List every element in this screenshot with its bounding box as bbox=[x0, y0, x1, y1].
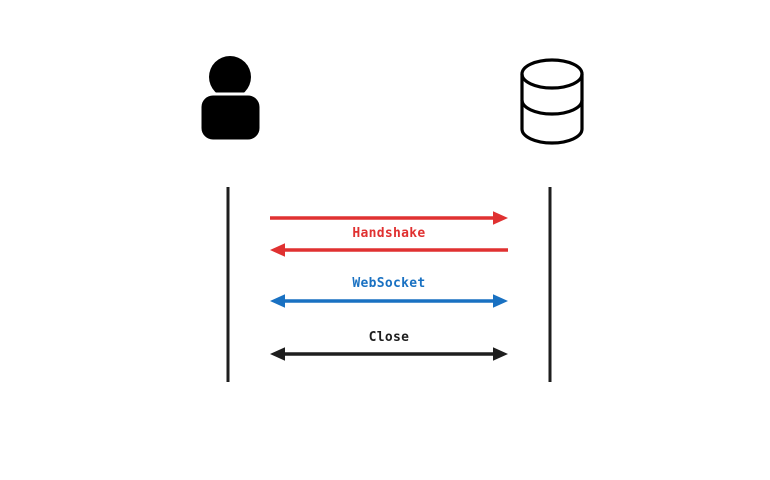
database-icon-top bbox=[520, 58, 584, 90]
handshake-request-arrowhead bbox=[493, 211, 508, 225]
person-icon-body bbox=[198, 92, 263, 143]
close-right-arrowhead bbox=[493, 347, 508, 361]
websocket-left-arrowhead bbox=[270, 294, 285, 308]
handshake-response-arrowhead bbox=[270, 243, 285, 257]
database-icon-body bbox=[520, 74, 584, 145]
message-label-close: Close bbox=[368, 330, 410, 345]
close-left-arrowhead bbox=[270, 347, 285, 361]
message-label-websocket: WebSocket bbox=[352, 276, 426, 291]
person-icon-head bbox=[209, 56, 251, 98]
handshake-response-arrow bbox=[270, 243, 508, 257]
websocket-arrow bbox=[270, 294, 508, 308]
close-arrow bbox=[270, 347, 508, 361]
person-icon bbox=[198, 56, 263, 143]
database-icon-divider bbox=[520, 99, 584, 116]
handshake-request-arrow bbox=[270, 211, 508, 225]
database-icon bbox=[520, 58, 584, 145]
websocket-right-arrowhead bbox=[493, 294, 508, 308]
message-label-handshake: Handshake bbox=[352, 226, 426, 241]
